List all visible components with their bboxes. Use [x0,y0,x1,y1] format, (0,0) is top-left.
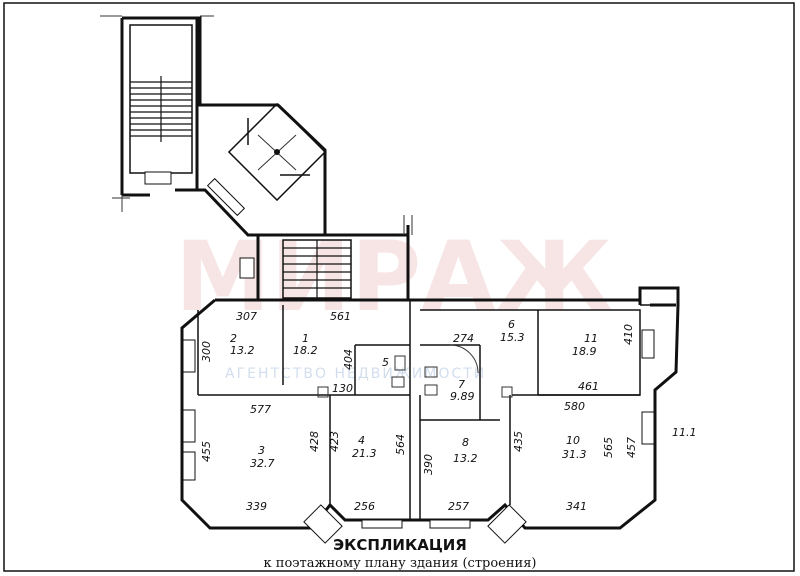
room-11-area: 18.9 [572,345,597,358]
dim-457: 457 [625,437,638,458]
dimension-labels: 307 561 300 404 130 577 455 428 423 564 … [200,310,697,513]
lobby-window [206,177,246,217]
shaft-2 [317,386,329,398]
room-6-area: 15.3 [500,331,525,344]
stair-tower [100,15,214,212]
room-1-number: 1 [302,332,309,345]
dim-339: 339 [246,500,267,513]
dim-428: 428 [308,431,321,452]
room-11-number: 11 [584,332,598,345]
dim-300: 300 [200,341,213,362]
window-room-11 [641,329,655,359]
dim-565: 565 [602,437,615,458]
dim-256: 256 [354,500,375,513]
room-4-number: 4 [358,434,365,447]
dim-455: 455 [200,441,213,462]
room-10-number: 10 [566,434,580,447]
room-3-number: 3 [258,444,265,457]
room-8-number: 8 [462,436,469,449]
room-4-area: 21.3 [352,447,377,460]
window-room-10 [641,411,655,445]
stair-window [239,257,255,279]
dim-423: 423 [328,431,341,452]
windows [182,329,655,544]
room-10-area: 31.3 [562,448,587,461]
room-2-area: 13.2 [230,344,255,357]
sink-fixture [391,376,405,388]
dim-561: 561 [330,310,351,323]
dim-130: 130 [332,382,353,395]
dim-410: 410 [622,324,635,345]
shaft [501,386,513,398]
room-6-number: 6 [508,318,515,331]
bay-window-left [303,504,343,544]
bath-fixture-2 [424,384,438,396]
sheet-frame [3,2,795,572]
window-room-4 [361,519,403,529]
interior-walls [197,300,655,520]
window-room-3b [182,451,196,481]
explication-subtitle: к поэтажному плану здания (строения) [263,556,537,571]
tower-window [144,171,172,185]
elevator-icon [274,149,280,155]
room-3-area: 32.7 [250,457,275,470]
room-8-area: 13.2 [453,452,478,465]
dim-341: 341 [566,500,587,513]
tower-stairs [130,76,192,142]
dim-307: 307 [236,310,257,323]
dim-274: 274 [453,332,474,345]
elevator-lobby [195,102,327,237]
room-7-area: 9.89 [450,390,475,403]
explication-title: ЭКСПЛИКАЦИЯ [333,536,467,554]
room-2-number: 2 [230,332,237,345]
dim-577: 577 [250,403,271,416]
central-stairs [239,215,413,300]
bay-window-right [487,504,527,544]
wc-fixture [394,355,406,371]
bath-fixture-1 [424,366,438,378]
room-7-number: 7 [458,378,465,391]
dim-435: 435 [512,431,525,452]
dim-580: 580 [564,400,585,413]
room-labels: 1 18.2 2 13.2 3 32.7 4 21.3 5 6 15.3 7 9… [230,318,598,470]
dim-390: 390 [422,454,435,475]
dim-564: 564 [394,434,407,455]
window-room-3a [182,409,196,443]
side-label: 11.1 [672,426,697,439]
window-room-8 [429,519,471,529]
dim-404: 404 [342,349,355,370]
dim-461: 461 [578,380,599,393]
room-1-area: 18.2 [293,344,318,357]
dim-257: 257 [448,500,469,513]
room-5-number: 5 [382,356,389,369]
window-room-2 [182,339,196,373]
